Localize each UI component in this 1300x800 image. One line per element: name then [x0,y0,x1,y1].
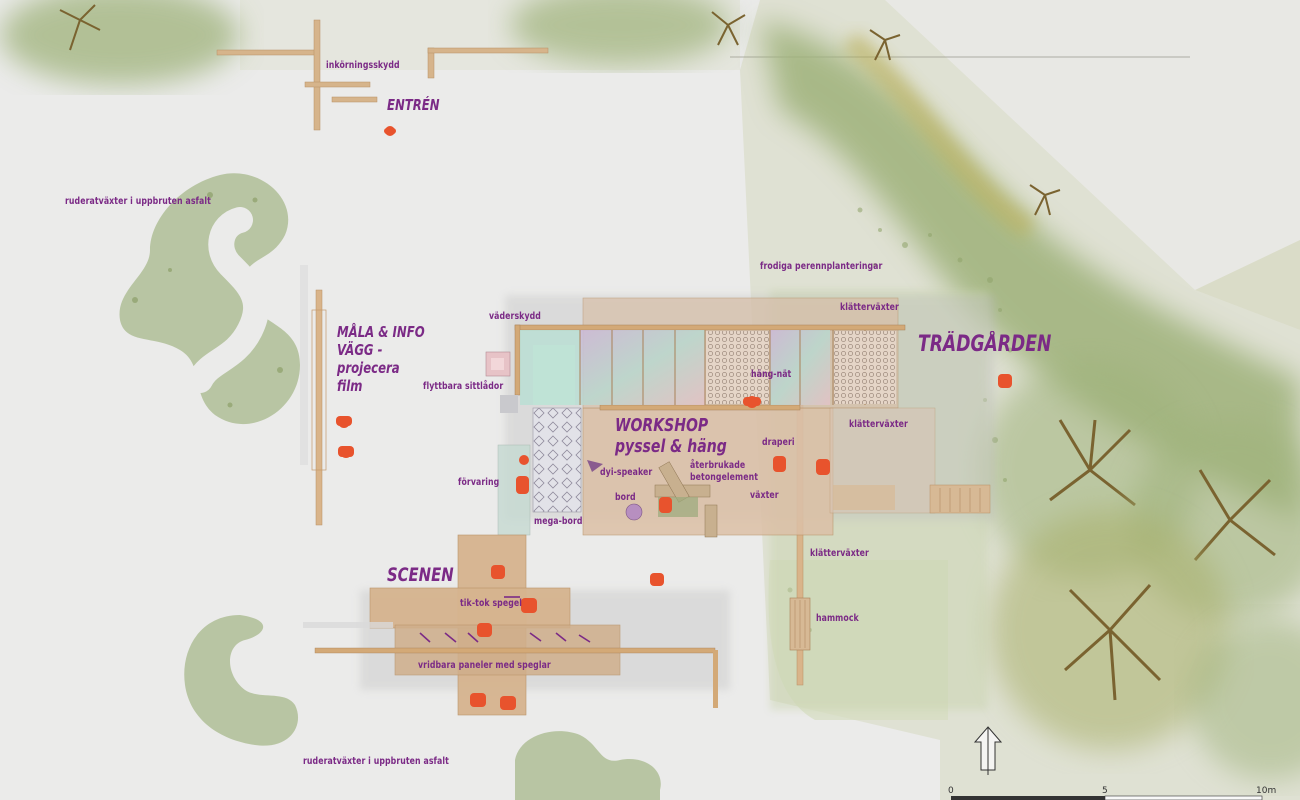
label-mala-info: MÅLA & INFO VÄGG - projecera film [337,323,425,395]
person-figure-icon [500,696,516,710]
person-figure-icon [491,565,505,579]
person-figure-icon [998,374,1012,388]
north-arrow-icon [973,726,1003,775]
label-aterbrukade-line2: betongelement [690,472,759,483]
label-mala-info-line1: MÅLA & INFO [337,323,425,341]
label-mega-bord: mega-bord [534,516,583,527]
person-figure-icon [336,416,352,428]
person-figure-icon [743,396,761,408]
label-ruderat-bottom: ruderatväxter i uppbruten asfalt [303,756,449,767]
label-mala-info-line2: VÄGG - [337,341,383,359]
label-vaxter: växter [750,490,779,501]
label-hang-nat: häng-nät [751,369,792,380]
person-figure-icon [659,497,672,513]
scale-tick-0: 0 [948,786,954,796]
label-draperi: draperi [762,437,795,448]
person-figure-icon [338,446,354,458]
tree-canopy-icon [0,0,240,85]
label-workshop: WORKSHOP pyssel & häng [615,415,727,457]
label-scenen: SCENEN [387,564,454,586]
scale-bar [951,795,1263,800]
label-vridbara-paneler: vridbara paneler med speglar [418,660,551,671]
label-frodiga: frodiga perennplanteringar [760,261,883,272]
label-dyi-speaker: dyi-speaker [600,467,653,478]
label-workshop-line2: pyssel & häng [615,436,727,457]
label-mala-info-line3: projecera [337,359,400,377]
label-flyttbara-sittlador: flyttbara sittlådor [423,381,504,392]
person-figure-icon [521,598,537,613]
label-klattervaxter-2: klätterväxter [849,419,908,430]
tree-canopy-icon [711,11,746,46]
tree-canopy-icon [869,29,901,61]
person-figure-icon [384,126,396,136]
person-figure-icon [516,476,529,494]
label-aterbrukade-line1: återbrukade [690,460,746,471]
person-figure-icon [773,456,786,472]
label-ruderat-top: ruderatväxter i uppbruten asfalt [65,196,211,207]
person-figure-icon [470,693,486,707]
label-forvaring: förvaring [458,477,500,488]
label-bord: bord [615,492,636,503]
label-klattervaxter-3: klätterväxter [810,548,869,559]
scale-tick-10m: 10m [1256,786,1277,796]
person-figure-icon [650,573,664,586]
person-figure-icon [477,623,492,637]
scale-tick-5: 5 [1102,786,1108,796]
label-tik-tok-spegel: tik-tok spegel [460,598,522,609]
label-inkorningsskydd: inkörningsskydd [326,60,400,71]
label-vaderskydd: väderskydd [489,311,541,322]
tree-canopy-icon [1029,184,1061,216]
person-figure-icon [519,455,529,465]
label-klattervaxter-1: klätterväxter [840,302,899,313]
tree-canopy-icon [990,510,1230,750]
label-mala-info-line4: film [337,377,363,395]
label-hammock: hammock [816,613,859,624]
label-workshop-line1: WORKSHOP [615,415,709,436]
label-aterbrukade: återbrukade betongelement [690,460,758,484]
person-figure-icon [816,459,830,475]
label-tradgarden: TRÄDGÅRDEN [918,332,1052,357]
label-entren: ENTRÉN [387,96,440,114]
